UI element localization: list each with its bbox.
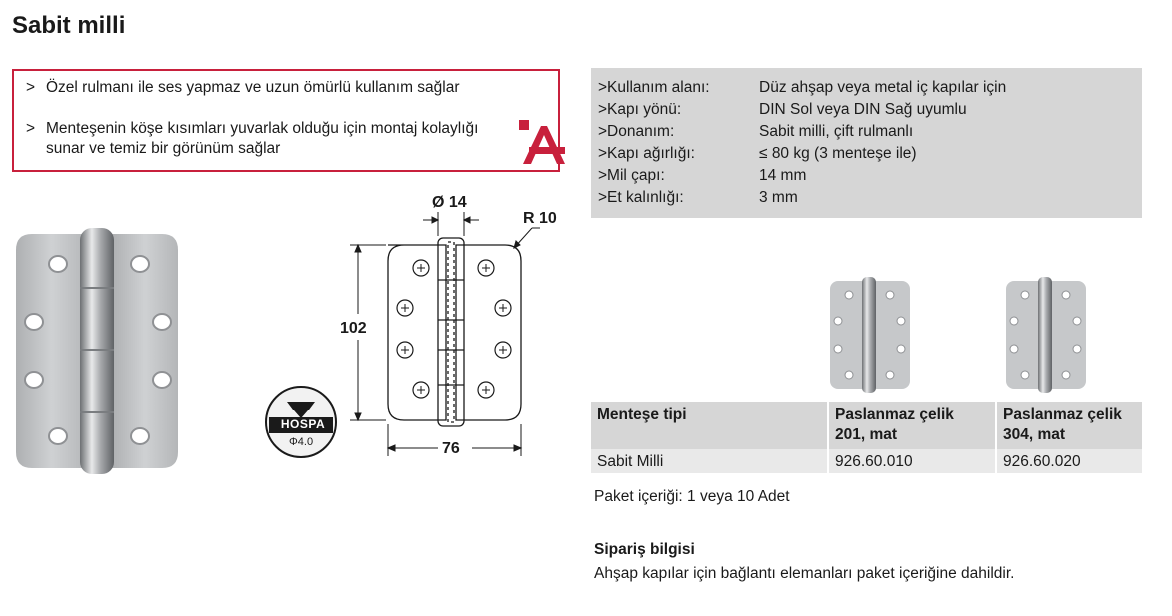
feature-text: Menteşenin köşe kısımları yuvarlak olduğ… (46, 120, 479, 157)
pin-diameter-label: Ø 14 (432, 194, 467, 211)
table-header-row: Menteşe tipi Paslanmaz çelik 201, mat Pa… (591, 402, 1142, 449)
feature-item: > Özel rulmanı ile ses yapmaz ve uzun öm… (26, 78, 486, 98)
height-dimension-label: 102 (340, 320, 367, 337)
spec-panel: >Kullanım alanı: Düz ahşap veya metal iç… (591, 68, 1142, 218)
spec-key: >Kapı ağırlığı: (598, 145, 695, 162)
cell-article-304: 926.60.020 (996, 449, 1142, 473)
order-info-text: Ahşap kapılar için bağlantı elemanları p… (594, 565, 1015, 582)
width-dimension-label: 76 (442, 440, 460, 457)
package-info: Paket içeriği: 1 veya 10 Adet (594, 488, 790, 505)
spec-value: 3 mm (759, 189, 798, 206)
feature-item: > Menteşenin köşe kısımları yuvarlak old… (26, 119, 486, 159)
brand-logo (519, 120, 565, 164)
hospa-badge-size: Φ4.0 (289, 436, 313, 448)
spec-key: >Donanım: (598, 123, 675, 140)
page-title: Sabit milli (12, 12, 126, 39)
cell-type: Sabit Milli (591, 449, 829, 473)
hospa-badge-size-value: 4.0 (297, 436, 314, 448)
hinge-photo (16, 228, 178, 474)
order-info-heading: Sipariş bilgisi (594, 541, 695, 558)
technical-drawing (265, 212, 540, 458)
product-thumbnail-201 (830, 277, 910, 393)
corner-radius-label: R 10 (523, 210, 557, 227)
spec-value: 14 mm (759, 167, 807, 184)
feature-box: > Özel rulmanı ile ses yapmaz ve uzun öm… (12, 69, 560, 172)
column-header-201: Paslanmaz çelik 201, mat (828, 402, 997, 449)
spec-value: DIN Sol veya DIN Sağ uyumlu (759, 101, 967, 118)
feature-text: Özel rulmanı ile ses yapmaz ve uzun ömür… (46, 79, 460, 96)
product-table: Menteşe tipi Paslanmaz çelik 201, mat Pa… (591, 402, 1142, 473)
cell-article-201: 926.60.010 (828, 449, 997, 473)
hospa-badge-size-symbol: Φ (289, 436, 298, 448)
table-row: Sabit Milli 926.60.010 926.60.020 (591, 449, 1142, 473)
hospa-badge-brand: HOSPA (280, 417, 326, 431)
spec-key: >Et kalınlığı: (598, 189, 684, 206)
spec-value: Düz ahşap veya metal iç kapılar için (759, 79, 1007, 96)
spec-key: >Kapı yönü: (598, 101, 682, 118)
bullet-arrow: > (26, 79, 36, 96)
spec-key: >Mil çapı: (598, 167, 665, 184)
column-header-type: Menteşe tipi (591, 402, 829, 449)
spec-key: >Kullanım alanı: (598, 79, 710, 96)
spec-value: ≤ 80 kg (3 menteşe ile) (759, 145, 917, 162)
product-thumbnail-304 (1006, 277, 1086, 393)
column-header-304: Paslanmaz çelik 304, mat (996, 402, 1142, 449)
bullet-arrow: > (26, 120, 36, 137)
spec-value: Sabit milli, çift rulmanlı (759, 123, 914, 140)
